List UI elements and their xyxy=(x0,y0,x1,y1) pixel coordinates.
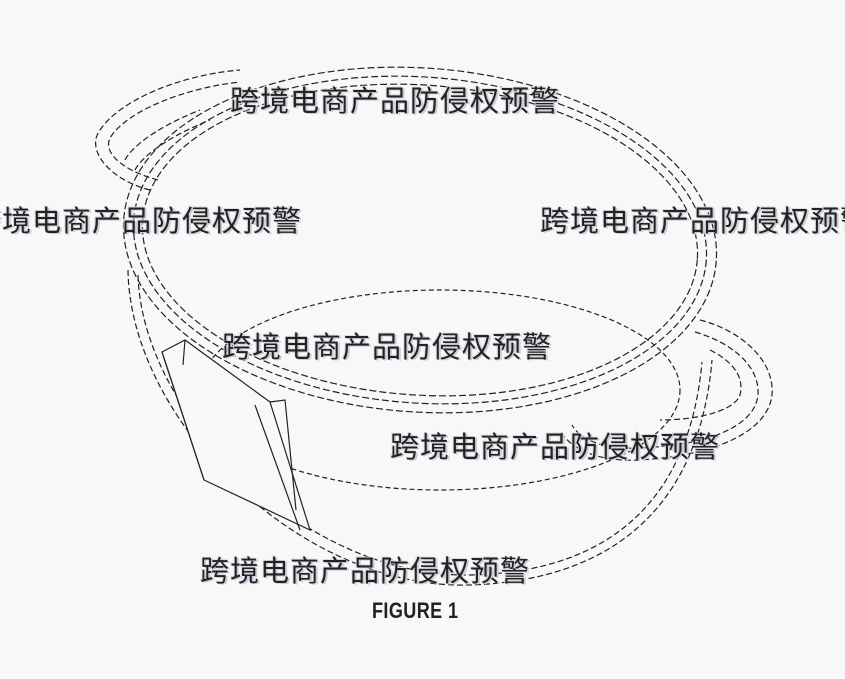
watermark-text: 跨境电商产品防侵权预警 xyxy=(230,84,561,118)
right-handle xyxy=(559,319,773,461)
watermark-text: 跨境电商产品防侵权预警 xyxy=(222,330,553,364)
left-handle xyxy=(95,69,241,191)
watermark-text: 跨境电商产品防侵权预警 xyxy=(0,204,303,238)
watermark-text: 跨境电商产品防侵权预警 xyxy=(540,204,845,238)
pour-spout xyxy=(161,339,311,532)
pot-rim xyxy=(122,66,718,414)
watermark-text: 跨境电商产品防侵权预警 xyxy=(390,430,721,464)
watermark-text: 跨境电商产品防侵权预警 xyxy=(200,554,531,588)
figure-label: FIGURE 1 xyxy=(372,598,459,623)
